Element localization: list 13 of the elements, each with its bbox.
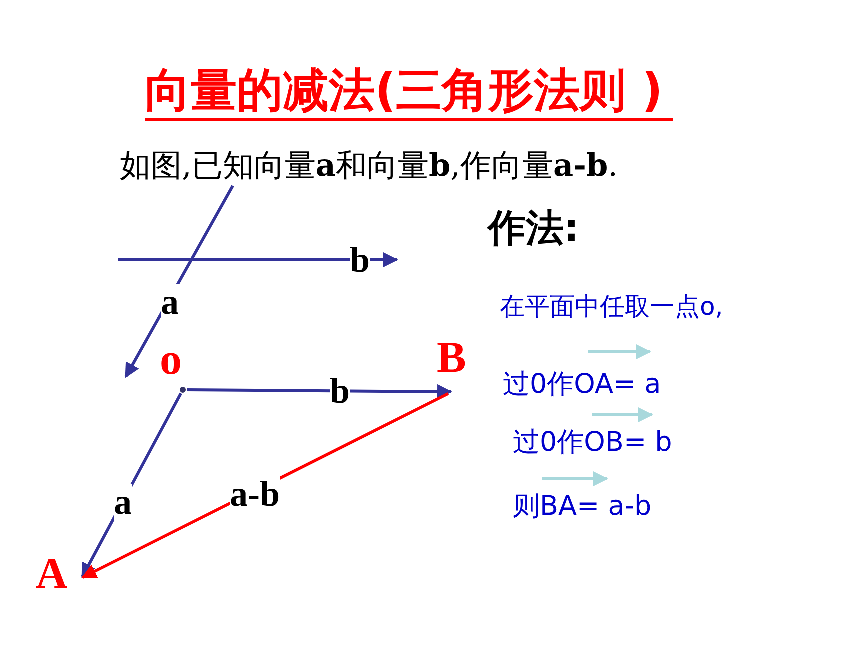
title: 向量的减法(三角形法则 ) — [145, 62, 674, 121]
instruction-text: 如图,已知向量a和向量b,作向量a-b. — [120, 147, 618, 186]
vector-label: a — [161, 284, 179, 320]
step-text: 则BA= a-b — [513, 490, 652, 524]
step-text: 过0作OB= b — [513, 426, 672, 460]
method-heading: 作法: — [488, 205, 580, 251]
step-text: 过0作OA= a — [503, 368, 662, 402]
step-text: 在平面中任取一点o, — [500, 291, 724, 323]
point-label: o — [158, 338, 188, 394]
edge-label: a — [114, 484, 132, 520]
point-label: A — [36, 550, 82, 596]
point-label: B — [435, 336, 473, 392]
vector-arrow — [186, 384, 452, 400]
